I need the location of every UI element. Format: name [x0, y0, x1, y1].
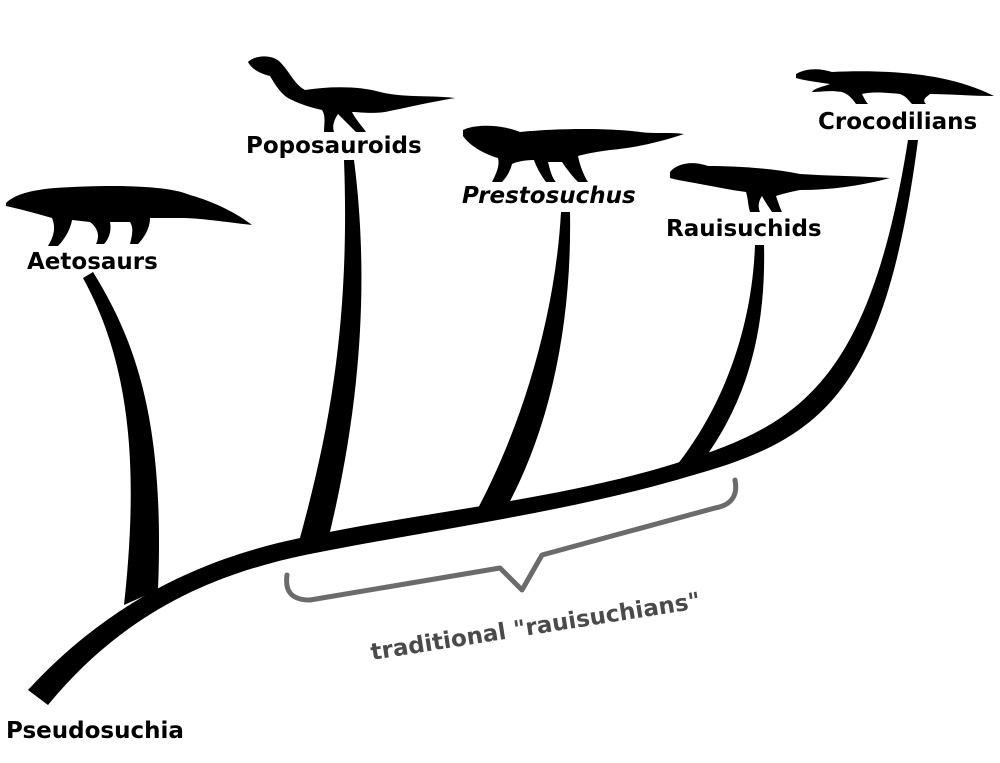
- branch-poposauroids: [298, 160, 362, 545]
- taxon-label-aetosaurs: Aetosaurs: [27, 249, 158, 275]
- branch-aetosaurs: [83, 272, 160, 605]
- taxon-label-poposauroids: Poposauroids: [246, 133, 422, 159]
- aetosaur-silhouette: [6, 186, 252, 246]
- branch-prestosuchus: [476, 212, 571, 512]
- rauisuchid-silhouette: [670, 163, 890, 212]
- taxon-label-crocodilians: Crocodilians: [818, 109, 977, 135]
- bracket-label: traditional "rauisuchians": [369, 588, 702, 666]
- poposauroid-silhouette: [248, 56, 455, 133]
- taxon-label-prestosuchus: Prestosuchus: [462, 183, 636, 209]
- prestosuchus-silhouette: [463, 125, 684, 182]
- taxon-label-rauisuchids: Rauisuchids: [666, 216, 822, 242]
- crocodilian-silhouette: [796, 69, 994, 104]
- main-trunk: [28, 140, 918, 705]
- rauisuchian-bracket: [284, 477, 739, 603]
- root-label: Pseudosuchia: [6, 718, 184, 744]
- branch-rauisuchids: [673, 245, 765, 470]
